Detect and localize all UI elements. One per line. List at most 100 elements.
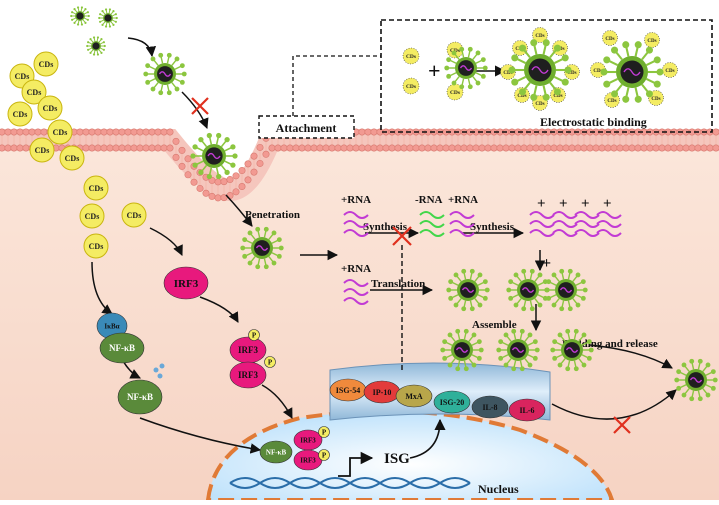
cds-label: CDs xyxy=(35,146,50,155)
inhibition-x-icon xyxy=(392,226,412,246)
coronavirus-icon xyxy=(440,328,484,372)
coronavirus-icon xyxy=(544,268,588,312)
lipid-head xyxy=(196,184,204,192)
lipid-head xyxy=(454,144,462,152)
irf3-label: IRF3 xyxy=(174,278,199,290)
cds-label: CDs xyxy=(53,128,68,137)
cds-label: CDs xyxy=(85,212,100,221)
lipid-head xyxy=(226,176,234,184)
lipid-head xyxy=(166,128,174,136)
phosphate-icon: P xyxy=(248,329,260,341)
lipid-head xyxy=(358,144,366,152)
cds-label: CDs xyxy=(13,110,28,119)
lipid-head xyxy=(364,128,372,136)
nfkb-active-label: NF-κB xyxy=(127,392,153,402)
lipid-head xyxy=(250,168,258,176)
lipid-head xyxy=(118,128,126,136)
cytokine-label: IL-6 xyxy=(519,406,534,415)
lipid-head xyxy=(382,144,390,152)
cds-bound: CDs xyxy=(662,62,678,78)
lipid-head xyxy=(160,144,168,152)
nfkb-active: NF-κB xyxy=(117,379,163,415)
svg-text:P: P xyxy=(252,332,257,340)
lipid-head xyxy=(520,144,528,152)
lipid-head xyxy=(184,171,192,179)
lipid-head xyxy=(328,144,336,152)
lipid-head xyxy=(100,144,108,152)
lipid-head xyxy=(94,128,102,136)
rna-strand xyxy=(419,211,445,237)
lipid-head xyxy=(160,128,168,136)
rna-strand xyxy=(343,279,369,305)
lipid-head xyxy=(310,144,318,152)
coronavirus-icon xyxy=(143,52,187,96)
lipid-head xyxy=(154,144,162,152)
lipid-head xyxy=(82,128,90,136)
lipid-head xyxy=(412,144,420,152)
lipid-head xyxy=(40,128,48,136)
lipid-head xyxy=(22,144,30,152)
svg-text:P: P xyxy=(322,452,327,460)
lipid-head xyxy=(358,128,366,136)
cds-particle: CDs xyxy=(7,101,33,127)
lipid-head xyxy=(394,144,402,152)
lipid-head xyxy=(10,128,18,136)
coronavirus-icon xyxy=(508,39,572,101)
lipid-head xyxy=(232,172,240,180)
lipid-head xyxy=(76,128,84,136)
lipid-head xyxy=(532,144,540,152)
lipid-head xyxy=(112,144,120,152)
cds-label: CDs xyxy=(593,69,602,74)
lipid-head xyxy=(556,144,564,152)
lipid-head xyxy=(442,144,450,152)
lipid-head xyxy=(676,144,684,152)
assemble-label: Assemble xyxy=(472,319,517,331)
lipid-head xyxy=(592,144,600,152)
lipid-head xyxy=(610,144,618,152)
lipid-head xyxy=(0,144,6,152)
cds-particle: CDs xyxy=(83,233,109,259)
ikba-label: IκBα xyxy=(104,322,119,330)
pos-rna-label-3: +RNA xyxy=(341,263,371,275)
cds-particle: CDs xyxy=(29,137,55,163)
cds-particle: CDs xyxy=(83,175,109,201)
lipid-head xyxy=(514,144,522,152)
lipid-head xyxy=(478,144,486,152)
arrow-irf3-nucleus xyxy=(261,384,293,419)
plus-assemble: + xyxy=(542,255,551,272)
cytokine-label: MxA xyxy=(405,392,423,401)
cds-label: CDs xyxy=(651,97,660,102)
cds-particle: CDs xyxy=(37,95,63,121)
lipid-head xyxy=(430,144,438,152)
lipid-head xyxy=(172,153,180,161)
lipid-head xyxy=(106,144,114,152)
lipid-head xyxy=(502,144,510,152)
lipid-head xyxy=(316,144,324,152)
arrow-budding xyxy=(589,344,673,369)
cds-particle: CDs xyxy=(59,145,85,171)
lipid-head xyxy=(280,144,288,152)
lipid-head xyxy=(34,128,42,136)
coronavirus-icon xyxy=(86,36,106,56)
cds-label: CDs xyxy=(127,211,142,220)
signaling-layer: IκBαNF-κBNF-κBIRF3IRF3IRF3PPNF-κBIRF3IRF… xyxy=(96,266,330,471)
cds-label: CDs xyxy=(567,71,576,76)
cds-label: CDs xyxy=(89,242,104,251)
cds-particle: CDs xyxy=(121,202,147,228)
lipid-head xyxy=(664,144,672,152)
lipid-head xyxy=(214,178,222,186)
cds-label: CDs xyxy=(39,60,54,69)
lipid-head xyxy=(634,144,642,152)
lipid-head xyxy=(304,144,312,152)
lipid-head xyxy=(232,188,240,196)
lipid-head xyxy=(346,144,354,152)
lipid-head xyxy=(286,144,294,152)
lipid-head xyxy=(424,144,432,152)
lipid-head xyxy=(82,144,90,152)
lipid-head xyxy=(706,144,714,152)
lipid-head xyxy=(670,144,678,152)
nucleus-label: Nucleus xyxy=(478,482,519,496)
isg-transcription-arrow xyxy=(338,451,374,477)
translation-label: Translation xyxy=(371,278,425,290)
lipid-head xyxy=(418,144,426,152)
